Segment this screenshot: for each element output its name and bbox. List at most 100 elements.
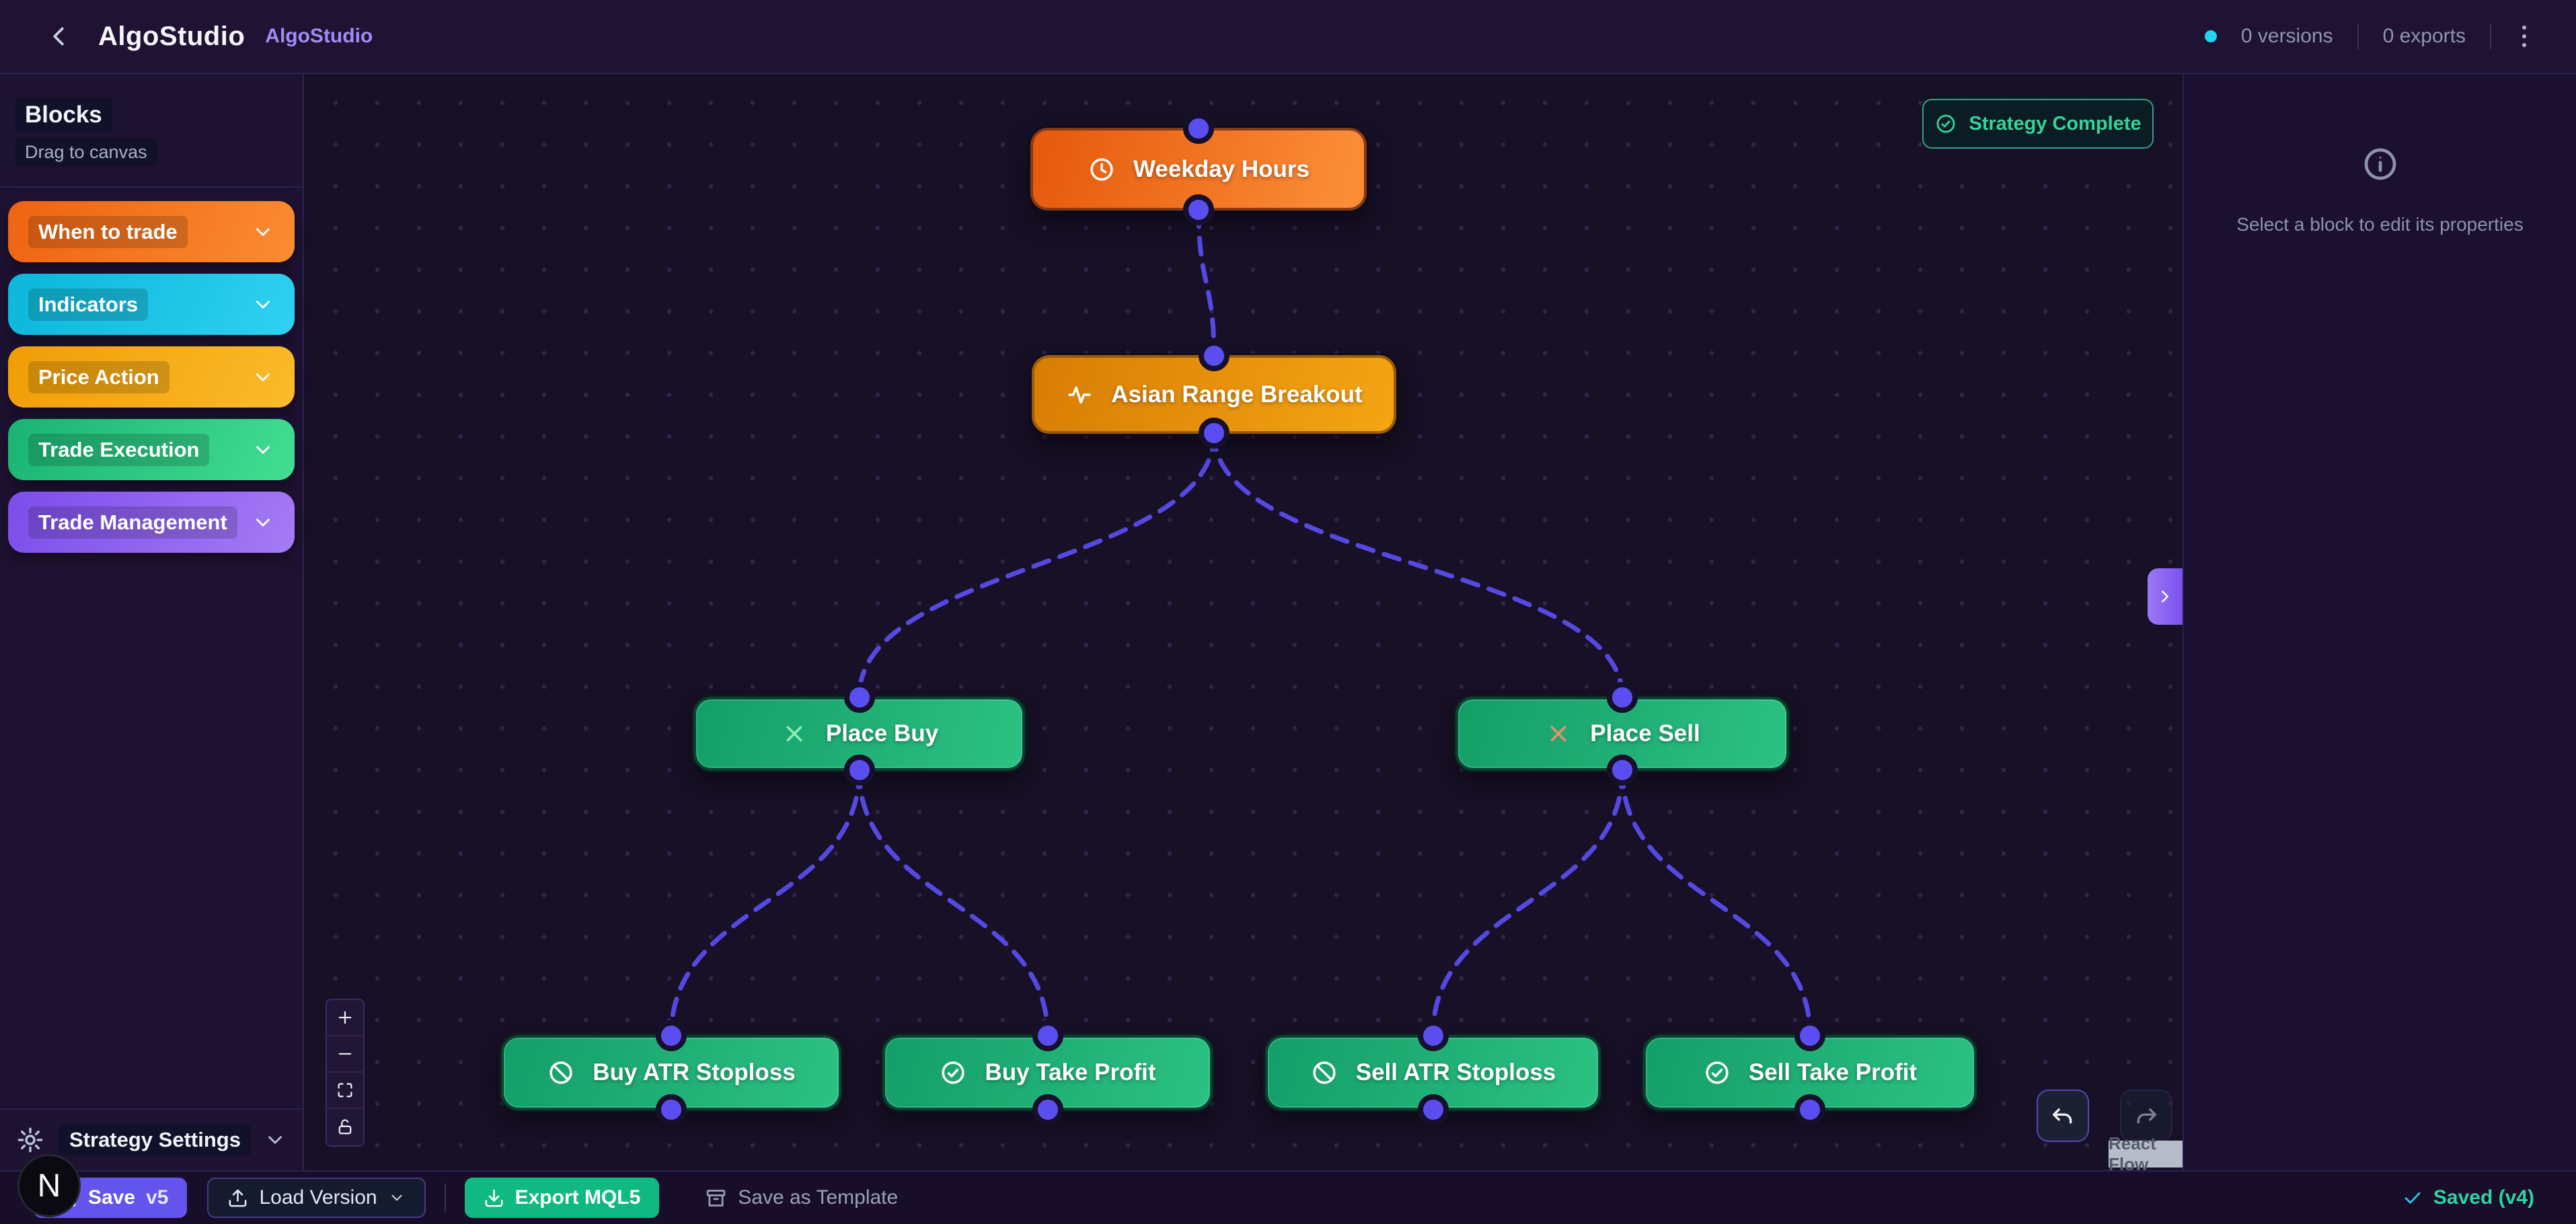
node-output-port[interactable] [1032,1094,1063,1125]
node-label: Weekday Hours [1133,155,1310,182]
edge-place-buy-to-buy-atr-stoploss [669,768,862,1038]
node-output-port[interactable] [1199,418,1229,449]
category-price-action[interactable]: Price Action [8,346,295,408]
kebab-menu-icon[interactable] [2515,22,2533,51]
ban-icon [547,1059,575,1087]
x-icon [780,720,808,748]
node-input-port[interactable] [1032,1020,1063,1051]
edge-asian-range-breakout-to-place-sell [1211,431,1625,699]
x-icon [1544,720,1573,748]
chevron-down-icon [252,511,274,534]
check-icon [2402,1187,2423,1209]
strategy-settings-label: Strategy Settings [59,1124,251,1155]
collapse-panel-button[interactable] [2148,568,2183,625]
node-label: Sell Take Profit [1748,1059,1918,1085]
blocks-sidebar: Blocks Drag to canvas When to trade Indi… [0,74,304,1170]
node-input-port[interactable] [1794,1020,1825,1051]
node-sell-atr-stoploss[interactable]: Sell ATR Stoploss [1265,1020,1601,1125]
status-dot [2204,30,2217,42]
export-mql5-button[interactable]: Export MQL5 [464,1178,660,1218]
node-weekday-hours[interactable]: Weekday Hours [1030,113,1367,225]
node-sell-take-profit[interactable]: Sell Take Profit [1643,1020,1977,1125]
saved-status-label: Saved (v4) [2433,1186,2534,1209]
activity-icon [1065,381,1094,409]
node-label: Place Sell [1590,720,1700,747]
node-place-buy[interactable]: Place Buy [693,682,1025,786]
load-version-button[interactable]: Load Version [207,1178,426,1218]
lock-button[interactable] [327,1109,363,1145]
chevron-down-icon [388,1189,406,1207]
edge-place-sell-to-sell-take-profit [1620,768,1813,1038]
check-circle-icon [1703,1059,1731,1087]
node-label: Buy ATR Stoploss [593,1059,796,1085]
node-buy-atr-stoploss[interactable]: Buy ATR Stoploss [501,1020,841,1125]
strategy-complete-badge: Strategy Complete [1922,99,2154,149]
unlock-icon [336,1118,354,1137]
blocks-subtitle: Drag to canvas [15,139,157,166]
category-label: Trade Execution [28,433,210,466]
gear-icon [16,1126,44,1154]
strategy-complete-label: Strategy Complete [1969,112,2142,135]
category-label: Indicators [28,288,149,321]
properties-panel: Select a block to edit its properties [2183,74,2576,1170]
category-trade-execution[interactable]: Trade Execution [8,419,295,480]
category-label: Price Action [28,360,169,393]
saved-status: Saved (v4) [2402,1186,2534,1209]
category-label: When to trade [28,215,188,248]
minus-icon [336,1044,354,1063]
node-input-port[interactable] [656,1020,687,1051]
edge-weekday-hours-to-asian-range-breakout [1196,208,1217,358]
undo-icon [2049,1102,2076,1129]
divider [2490,24,2491,49]
download-icon [484,1188,504,1209]
app-title: AlgoStudio [98,21,245,51]
node-input-port[interactable] [1183,113,1214,144]
node-asian-range-breakout[interactable]: Asian Range Breakout [1032,340,1396,449]
zoom-controls [326,999,365,1147]
bottom-toolbar: Save v5 Load Version Export MQL5 Save as… [0,1170,2576,1224]
blocks-header: Blocks Drag to canvas [0,74,303,188]
strategy-settings-toggle[interactable]: Strategy Settings [0,1108,303,1170]
chevron-down-icon [252,221,274,243]
node-input-port[interactable] [843,682,875,713]
node-buy-take-profit[interactable]: Buy Take Profit [882,1020,1213,1125]
plus-icon [336,1008,354,1027]
zoom-in-button[interactable] [327,1000,363,1036]
save-as-template-button[interactable]: Save as Template [686,1178,917,1218]
node-input-port[interactable] [1607,682,1638,713]
divider [444,1184,446,1212]
node-output-port[interactable] [1417,1094,1449,1125]
node-output-port[interactable] [1183,194,1214,225]
fit-view-icon [336,1081,354,1100]
node-output-port[interactable] [843,755,875,786]
category-indicators[interactable]: Indicators [8,274,295,335]
node-input-port[interactable] [1417,1020,1449,1051]
react-flow-attribution[interactable]: React Flow [2109,1133,2183,1170]
fit-view-button[interactable] [327,1073,363,1109]
chevron-down-icon [264,1129,287,1151]
ban-icon [1310,1059,1338,1087]
node-output-port[interactable] [1794,1094,1825,1125]
category-when-to-trade[interactable]: When to trade [8,201,295,262]
divider [2357,24,2359,49]
category-trade-management[interactable]: Trade Management [8,492,295,553]
info-icon [2361,145,2399,183]
undo-button[interactable] [2037,1089,2089,1142]
back-icon[interactable] [43,21,74,52]
save-as-template-label: Save as Template [738,1186,899,1209]
panel-empty-text: Select a block to edit its properties [2236,214,2524,235]
export-mql5-label: Export MQL5 [515,1186,641,1209]
exports-count: 0 exports [2382,25,2466,47]
node-output-port[interactable] [656,1094,687,1125]
chevron-right-icon [2155,586,2175,607]
zoom-out-button[interactable] [327,1036,363,1073]
node-output-port[interactable] [1607,755,1638,786]
upload-icon [227,1188,248,1209]
node-place-sell[interactable]: Place Sell [1455,682,1789,786]
node-input-port[interactable] [1199,340,1229,371]
check-circle-icon [939,1059,967,1087]
strategy-name: AlgoStudio [265,25,373,47]
redo-icon [2133,1102,2160,1129]
avatar[interactable]: N [17,1154,81,1217]
